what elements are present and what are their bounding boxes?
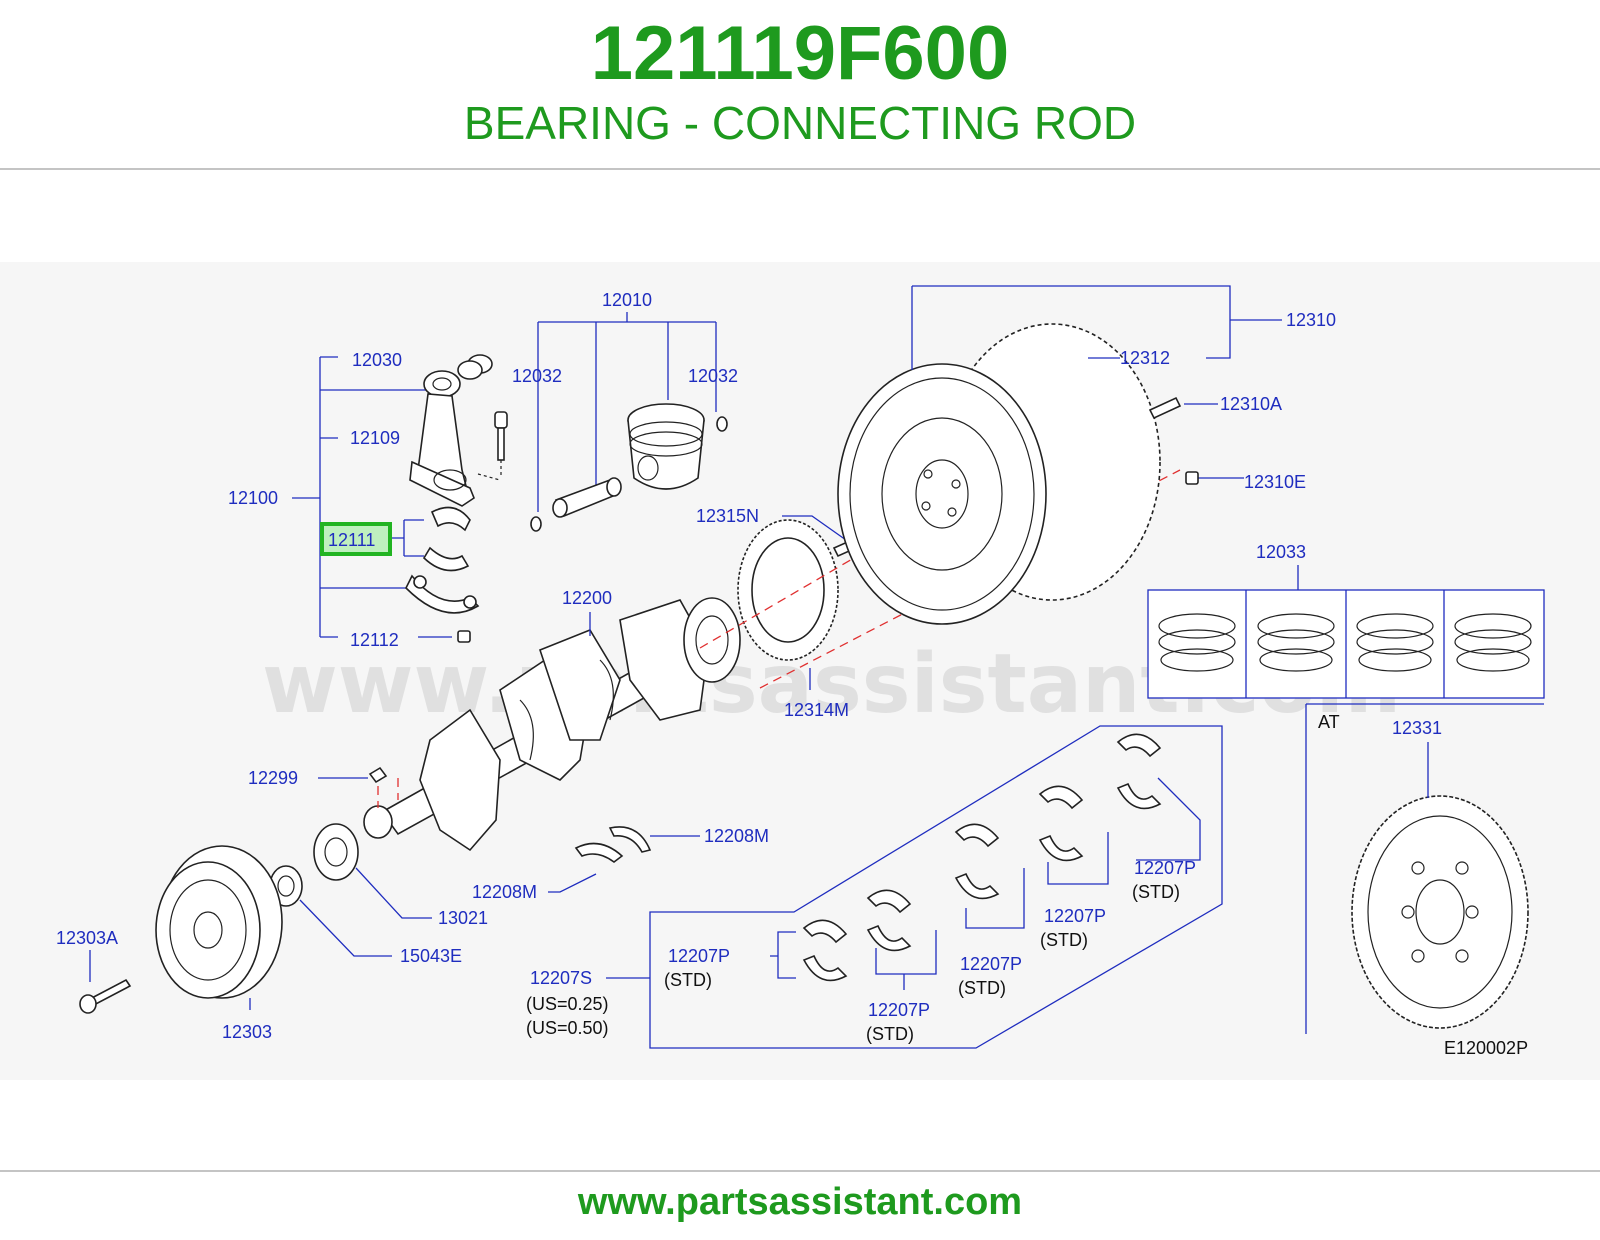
label-us050: (US=0.50) (526, 1018, 609, 1038)
label-12310E: 12310E (1244, 472, 1306, 492)
label-12310: 12310 (1286, 310, 1336, 330)
label-12207P-1: 12207P (668, 946, 730, 966)
diagram-code: E120002P (1444, 1038, 1528, 1058)
label-12032-left: 12032 (512, 366, 562, 386)
label-12303: 12303 (222, 1022, 272, 1042)
crankshaft (363, 597, 741, 852)
connecting-rod (409, 370, 475, 507)
label-us025: (US=0.25) (526, 994, 609, 1014)
crank-sprocket (313, 823, 432, 919)
bracket-12010 (537, 312, 717, 512)
bracket-12100 (292, 356, 428, 638)
piston-group (530, 312, 728, 532)
part-number-title: 121119F600 (590, 11, 1010, 96)
label-std-1: (STD) (664, 970, 712, 990)
label-12310A: 12310A (1220, 394, 1282, 414)
piston-ring-sets (1147, 565, 1545, 1034)
header-divider (0, 168, 1600, 170)
label-12207P-2: 12207P (868, 1000, 930, 1020)
label-std-4: (STD) (1040, 930, 1088, 950)
part-description: BEARING - CONNECTING ROD (463, 97, 1137, 149)
label-12030: 12030 (352, 350, 402, 370)
flywheel (837, 323, 1161, 625)
pulley-bolt (79, 950, 132, 1014)
dowel-pin (1185, 471, 1199, 485)
label-std-2: (STD) (866, 1024, 914, 1044)
label-12207S: 12207S (530, 968, 592, 988)
label-12331: 12331 (1392, 718, 1442, 738)
main-bearing-frame (649, 725, 1223, 1049)
label-std-3: (STD) (958, 978, 1006, 998)
main-bearings (770, 733, 1201, 990)
label-12112: 12112 (350, 630, 399, 650)
label-12010: 12010 (602, 290, 652, 310)
label-13021: 13021 (438, 908, 488, 928)
woodruff-key (318, 766, 399, 808)
label-12207P-3: 12207P (960, 954, 1022, 974)
crank-pulley (155, 845, 283, 1010)
bracket-12310 (911, 285, 1282, 479)
label-12033: 12033 (1256, 542, 1306, 562)
drive-plate (1351, 742, 1529, 1029)
label-std-5: (STD) (1132, 882, 1180, 902)
label-12299: 12299 (248, 768, 298, 788)
connecting-rod-group (292, 354, 508, 643)
piston-pin (552, 477, 622, 518)
footer-url-link[interactable]: www.partsassistant.com (577, 1181, 1023, 1223)
label-12100: 12100 (228, 488, 278, 508)
label-12208M-top: 12208M (704, 826, 769, 846)
rod-cap (405, 574, 480, 614)
label-12032-right: 12032 (688, 366, 738, 386)
footer-divider (0, 1170, 1600, 1172)
label-12109: 12109 (350, 428, 400, 448)
snap-ring-left (530, 516, 542, 532)
label-12314M: 12314M (784, 700, 849, 720)
label-12207P-4: 12207P (1044, 906, 1106, 926)
label-12315N: 12315N (696, 506, 759, 526)
piston (627, 403, 705, 490)
label-12207P-5: 12207P (1134, 858, 1196, 878)
thrust-washers (548, 826, 700, 893)
label-12208M-bottom: 12208M (472, 882, 537, 902)
rod-bolt (477, 411, 508, 481)
label-12200: 12200 (562, 588, 612, 608)
label-15043E: 15043E (400, 946, 462, 966)
connecting-rod-bearing (422, 506, 471, 572)
label-12111: 12111 (328, 530, 375, 550)
bracket-12111 (390, 519, 424, 557)
highlight-box-12111 (320, 522, 392, 556)
snap-ring-right (716, 416, 728, 432)
label-12312: 12312 (1120, 348, 1170, 368)
rod-nut (457, 630, 471, 643)
label-12303A: 12303A (56, 928, 118, 948)
flywheel-bolt (1148, 396, 1182, 420)
piston-pin-bushing (457, 354, 493, 380)
label-AT: AT (1318, 712, 1340, 732)
